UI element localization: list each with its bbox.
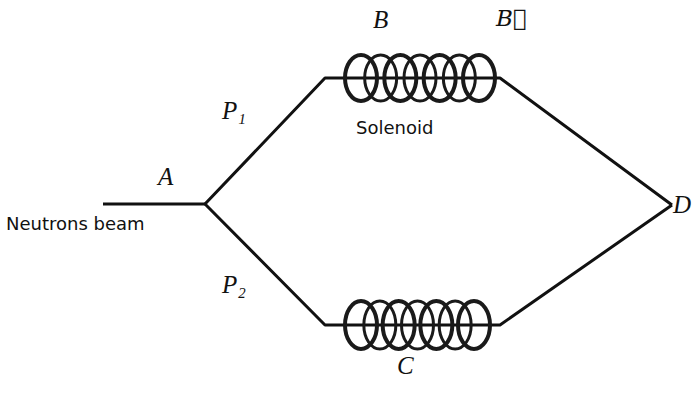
beam-paths: [103, 78, 672, 325]
coil-winding: [439, 301, 471, 349]
field-vector: B⃗: [496, 6, 527, 31]
incoming-beam: [103, 203, 205, 206]
coil-winding: [424, 55, 456, 101]
solenoid-label: Solenoid: [356, 118, 433, 138]
path-label: P₁: [222, 97, 246, 125]
coil-winding: [364, 301, 396, 349]
point-label: D: [673, 191, 691, 219]
coil-winding: [443, 55, 475, 101]
coil-winding: [402, 301, 434, 349]
solenoid-upper: [345, 55, 495, 101]
upper-path: [205, 78, 672, 205]
beam-label: Neutrons beam: [6, 214, 145, 234]
path-label: P₂: [222, 271, 246, 299]
solenoid-letter: B: [373, 6, 388, 34]
point-label: A: [158, 163, 173, 191]
solenoid-letter: C: [397, 352, 414, 380]
coil-winding: [463, 55, 495, 101]
coil-winding: [404, 55, 436, 101]
solenoid-lower: [345, 301, 490, 349]
coil-winding: [458, 301, 490, 349]
coil-winding: [383, 301, 415, 349]
coil-winding: [345, 55, 377, 101]
coil-winding: [384, 55, 416, 101]
lower-path: [205, 204, 672, 325]
coil-winding: [345, 301, 377, 349]
coil-winding: [420, 301, 452, 349]
coil-winding: [365, 55, 397, 101]
